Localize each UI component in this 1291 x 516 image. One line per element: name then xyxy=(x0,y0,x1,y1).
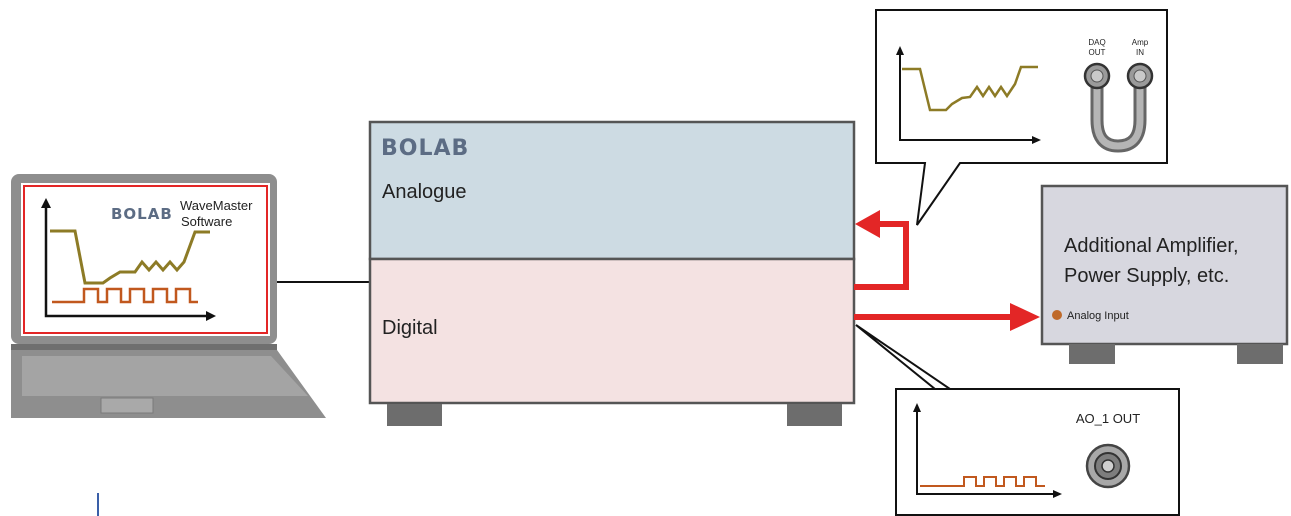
external-device-foot-left xyxy=(1069,344,1115,364)
digital-label: Digital xyxy=(382,317,438,339)
ao1-out-connector-pin xyxy=(1101,459,1115,473)
screen-chart-axes xyxy=(44,202,212,318)
screen-chart-y-arrow xyxy=(41,198,51,208)
loop-arrow-head xyxy=(855,210,880,238)
laptop-hinge xyxy=(11,344,277,350)
unit-foot-left xyxy=(387,404,442,426)
laptop-screen-border xyxy=(23,185,268,334)
amp-in-label-line2: IN xyxy=(1136,48,1144,57)
top-callout-analog-wave xyxy=(902,65,1038,112)
bottom-callout-x-arrow xyxy=(1053,490,1062,498)
top-callout: DAQ OUT Amp IN xyxy=(875,9,1168,226)
screen-analog-wave xyxy=(50,229,210,285)
screen-software-suffix: Software xyxy=(181,214,232,229)
screen-digital-wave xyxy=(52,287,198,304)
screen-chart-x-arrow xyxy=(206,311,216,321)
unit-foot-right xyxy=(787,404,842,426)
external-device-title-line2: Power Supply, etc. xyxy=(1064,265,1229,287)
daq-out-label-line2: OUT xyxy=(1089,48,1106,57)
main-unit: BOLAB Analogue Digital xyxy=(368,120,856,426)
bottom-callout-axes xyxy=(916,407,1058,495)
amp-in-label-line1: Amp xyxy=(1132,38,1149,47)
output-arrow-head xyxy=(1010,303,1040,331)
unit-brand-logo: BOLAB xyxy=(381,136,469,161)
external-device-title-line1: Additional Amplifier, xyxy=(1064,235,1239,257)
daq-out-label-line1: DAQ xyxy=(1088,38,1105,47)
top-callout-x-arrow xyxy=(1032,136,1041,144)
bottom-callout-digital-wave xyxy=(920,476,1045,487)
external-device-body xyxy=(1040,184,1289,346)
screen-software-name: WaveMaster xyxy=(180,198,253,213)
analog-input-dot-icon xyxy=(1052,310,1062,320)
analog-input-label: Analog Input xyxy=(1067,310,1129,322)
top-callout-axes xyxy=(899,50,1037,141)
loop-arrow-line xyxy=(854,221,909,290)
external-device: Additional Amplifier, Power Supply, etc.… xyxy=(1040,184,1289,364)
amp-in-connector-inner xyxy=(1133,69,1147,83)
laptop-keyboard xyxy=(22,356,308,396)
digital-panel xyxy=(368,257,856,405)
bottom-callout: AO_1 OUT xyxy=(855,324,1180,516)
bottom-callout-y-arrow xyxy=(913,403,921,412)
laptop: BOLAB WaveMaster Software xyxy=(11,174,326,418)
daq-out-connector-inner xyxy=(1090,69,1104,83)
analogue-panel xyxy=(368,120,856,261)
top-callout-y-arrow xyxy=(896,46,904,55)
analogue-label: Analogue xyxy=(382,181,467,203)
external-device-foot-right xyxy=(1237,344,1283,364)
loop-cable-highlight xyxy=(1093,80,1144,150)
laptop-touchpad xyxy=(100,397,154,414)
screen-brand-logo: BOLAB xyxy=(111,205,173,223)
signal-arrows xyxy=(854,210,1040,331)
ao1-out-label: AO_1 OUT xyxy=(1076,411,1140,426)
